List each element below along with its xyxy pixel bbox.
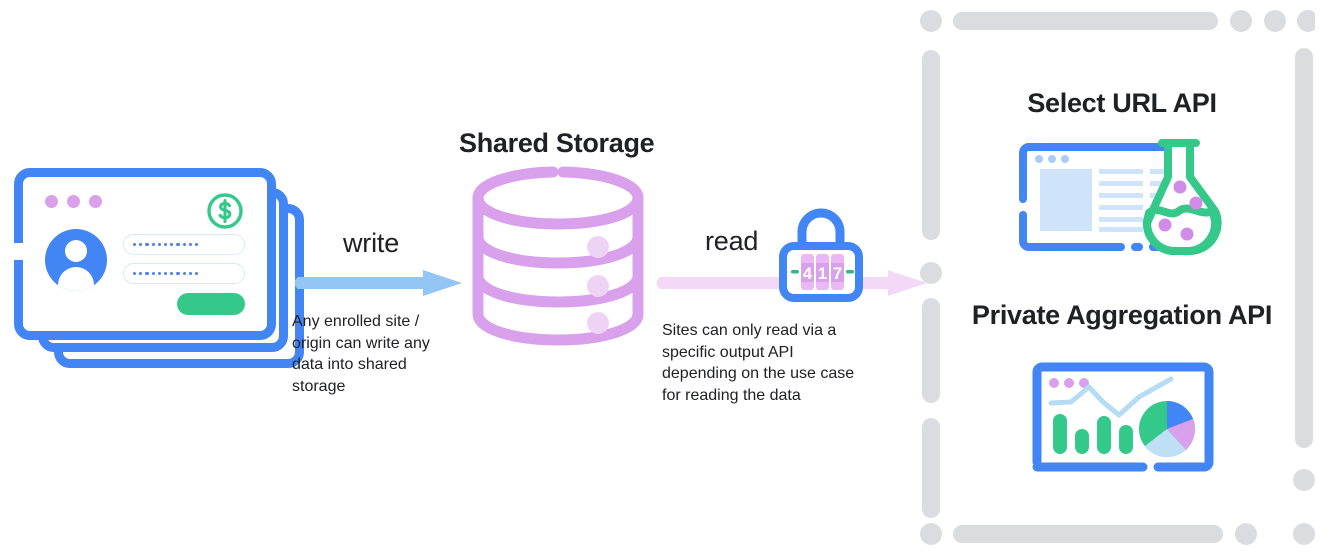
dollar-badge-icon (207, 193, 243, 229)
svg-text:7: 7 (833, 264, 842, 283)
write-caption-line: data into shared (292, 356, 407, 373)
write-arrow-icon (294, 270, 462, 296)
dashboard-charts-icon (1032, 362, 1214, 472)
window-dot-icon (67, 195, 80, 208)
database-cylinder-icon (472, 166, 644, 346)
read-caption-line: Sites can only read via a (662, 322, 837, 339)
write-label: write (343, 228, 400, 258)
username-field[interactable] (123, 234, 245, 255)
submit-button[interactable] (177, 293, 245, 315)
output-api-group-frame (920, 10, 1315, 545)
read-caption-line: specific output API (662, 343, 794, 361)
browser-window-front (12, 168, 276, 340)
svg-text:4: 4 (803, 264, 813, 283)
read-caption-line: for reading the data (662, 386, 801, 404)
shared-storage-title: Shared Storage (459, 128, 655, 158)
read-caption: Sites can only read via a specific outpu… (662, 320, 902, 406)
browser-window-with-flask-icon (1019, 139, 1222, 255)
private-aggregation-api-title: Private Aggregation API (971, 300, 1273, 330)
window-dots (45, 195, 102, 208)
avatar-head (65, 240, 87, 262)
window-border-gap (12, 243, 25, 260)
window-dot-icon (89, 195, 102, 208)
password-mask-dots (133, 271, 199, 276)
pie-chart (1139, 401, 1196, 458)
write-caption-line: storage (292, 377, 346, 395)
avatar (45, 229, 107, 291)
lock-dial-reels: 4 1 7 (791, 254, 854, 290)
select-url-api-title: Select URL API (1027, 88, 1217, 118)
write-caption-line: origin can write any (292, 334, 430, 352)
password-field[interactable] (123, 263, 245, 284)
enrolled-site-windows (12, 168, 304, 368)
avatar-body (58, 267, 94, 291)
read-label: read (705, 226, 759, 256)
combination-lock-icon: 4 1 7 (779, 208, 863, 302)
write-caption: Any enrolled site / origin can write any… (292, 311, 470, 397)
window-dot-icon (45, 195, 58, 208)
svg-text:1: 1 (818, 264, 827, 283)
read-caption-line: depending on the use case (662, 365, 855, 382)
write-caption-line: Any enrolled site / (292, 313, 420, 330)
password-mask-dots (133, 242, 199, 247)
